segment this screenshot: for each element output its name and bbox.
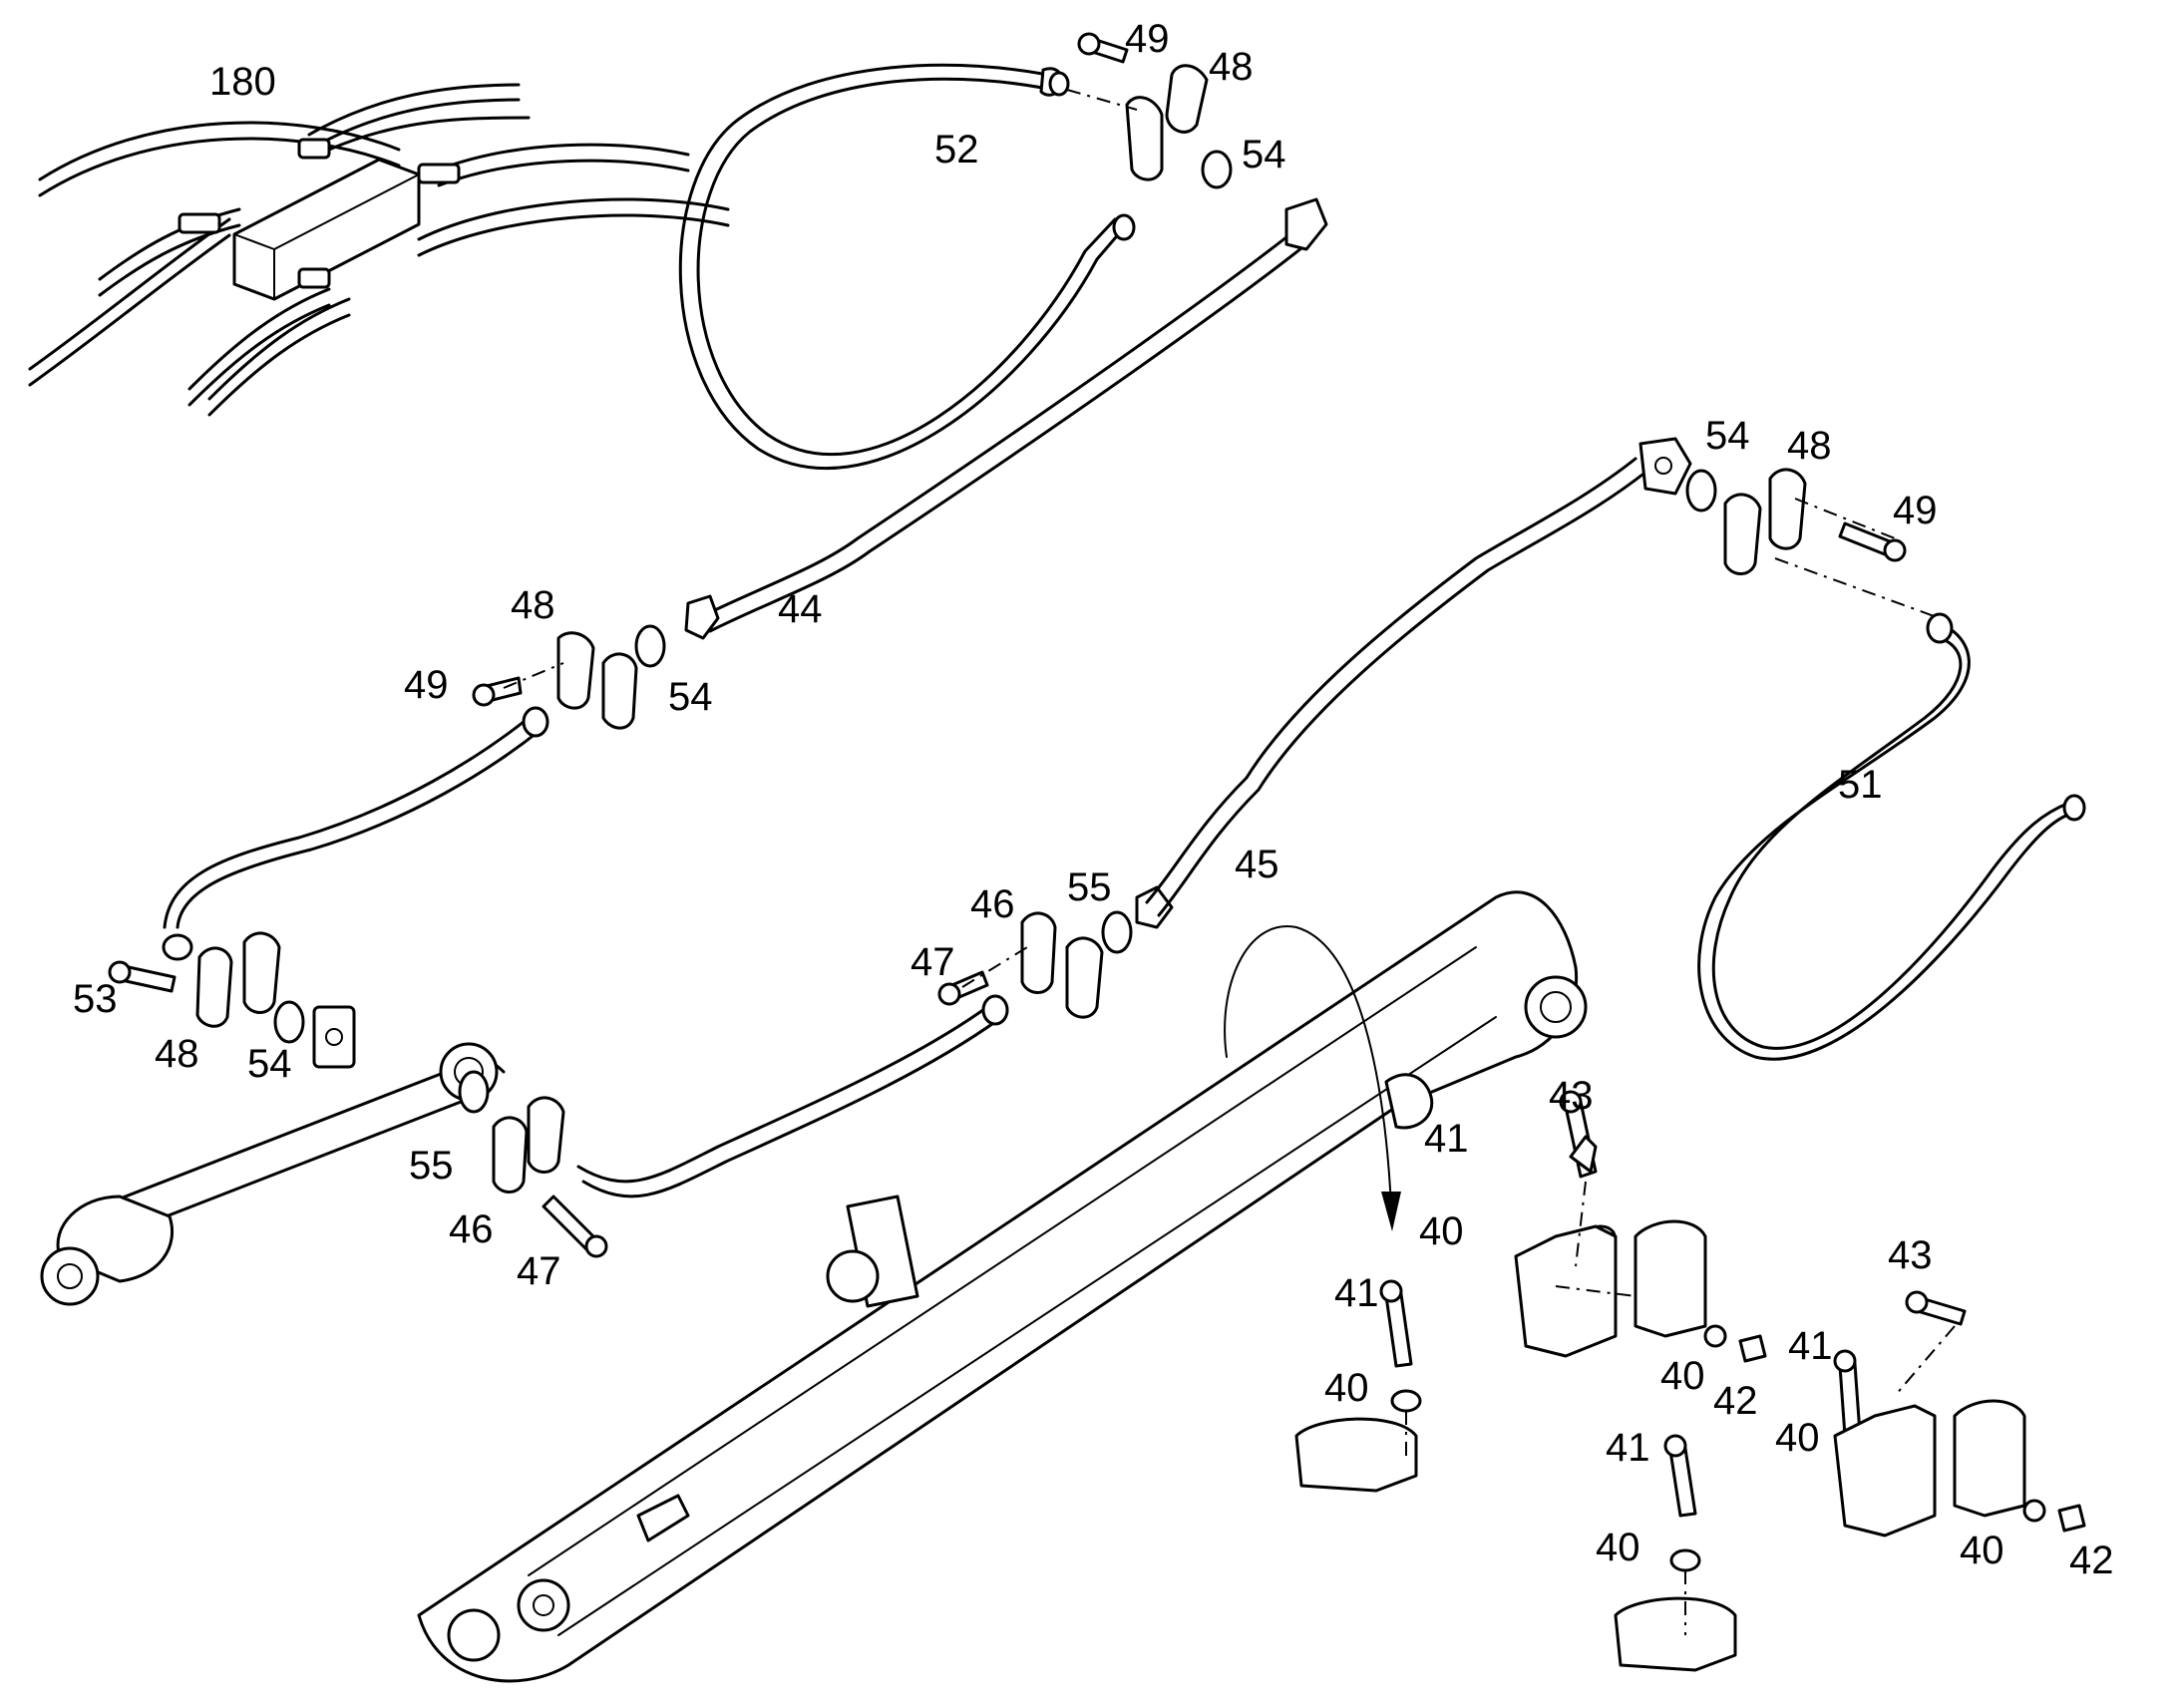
valve-block-assembly [28,83,730,417]
callout-52: 52 [934,128,979,171]
callout-41: 41 [1788,1324,1833,1368]
callout-46: 46 [449,1207,494,1251]
tube-44 [684,197,1328,640]
callout-54: 54 [247,1042,292,1086]
callout-45: 45 [1235,843,1279,886]
clamp-bracket-lower-left [1294,1279,1422,1493]
callout-47: 47 [910,940,955,984]
callout-42: 42 [1713,1379,1758,1423]
callout-48: 48 [155,1032,199,1076]
callout-54: 54 [1705,414,1750,458]
flange-clamp-group-right [1685,468,1941,619]
callout-48: 48 [1787,424,1832,468]
callout-40: 40 [1775,1416,1820,1460]
callout-40: 40 [1324,1366,1369,1410]
callout-41: 41 [1424,1117,1469,1161]
clamp-bracket-lower-middle [1614,1434,1737,1672]
callout-54: 54 [668,675,713,719]
callout-55: 55 [1067,865,1112,909]
callout-40: 40 [1596,1526,1640,1569]
flange-clamp-group-55-46-47 [458,1070,608,1258]
callout-54: 54 [1242,133,1286,176]
callout-47: 47 [517,1249,561,1293]
tube-45 [1145,437,1692,917]
callout-53: 53 [73,977,118,1021]
rotation-arrow [1224,925,1401,1231]
callout-43: 43 [1549,1074,1594,1118]
hose-52 [678,63,1136,470]
callout-44: 44 [778,587,823,631]
hose-left-curve [162,706,549,961]
clamp-bracket-lower-right [1833,1290,2086,1537]
flange-clamp-group-mid-right [937,885,1174,1019]
callout-180: 180 [209,60,276,104]
callout-48: 48 [511,583,555,627]
callout-40: 40 [1960,1529,2004,1572]
hose-middle [576,994,1009,1198]
flange-clamp-group-top [1066,32,1233,189]
callout-40: 40 [1419,1209,1464,1253]
callout-49: 49 [1893,489,1938,532]
callout-42: 42 [2069,1538,2114,1582]
callout-labels: 180 52 49 48 54 44 48 49 54 54 48 49 51 … [73,17,2114,1582]
callout-49: 49 [1125,17,1170,61]
callout-41: 41 [1606,1426,1650,1470]
hose-51 [1697,612,2086,1061]
callout-48: 48 [1209,45,1254,89]
flange-clamp-group-mid [472,624,666,730]
callout-46: 46 [970,882,1015,926]
boom-arm [417,890,1588,1683]
callout-41: 41 [1334,1271,1379,1315]
callout-55: 55 [409,1144,454,1188]
clamp-bracket-upper [1514,1090,1767,1363]
flange-clamp-group-lower-left [108,931,305,1044]
callout-49: 49 [404,663,449,707]
callout-51: 51 [1838,763,1883,807]
callout-43: 43 [1888,1233,1933,1277]
callout-40: 40 [1660,1354,1705,1398]
